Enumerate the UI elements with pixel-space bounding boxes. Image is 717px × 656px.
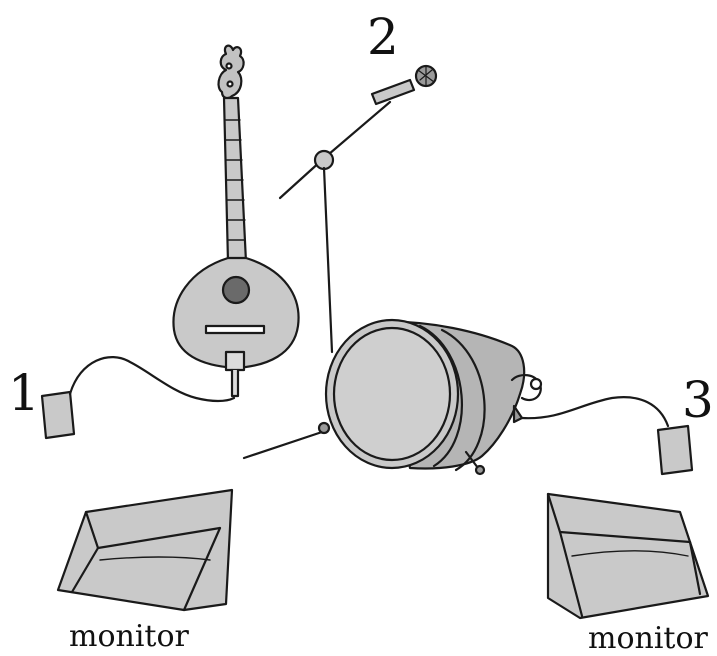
monitor-right-icon — [546, 492, 710, 620]
input-number-3: 3 — [682, 371, 714, 429]
drum-icon — [242, 318, 543, 476]
mandolin-icon — [172, 44, 300, 398]
input-number-2: 2 — [367, 8, 399, 66]
input-number-1: 1 — [8, 364, 40, 422]
monitor-left-label: monitor — [69, 619, 189, 654]
microphone-stand-icon — [278, 64, 438, 354]
monitor-right-label: monitor — [588, 621, 708, 656]
monitor-left-icon — [56, 488, 234, 612]
di-box-right-icon — [520, 396, 694, 476]
di-box-left-icon — [40, 356, 236, 440]
